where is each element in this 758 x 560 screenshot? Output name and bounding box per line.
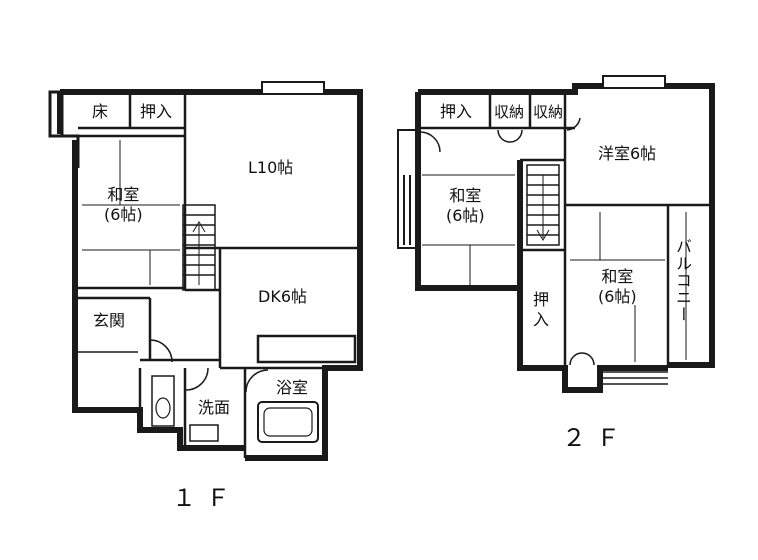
toko-label: 床 (92, 102, 109, 121)
toilet (151, 375, 175, 427)
washitsu-label-1f: 和室 (6帖) (104, 185, 143, 224)
living-window (261, 81, 325, 95)
senmen-label: 洗面 (198, 398, 231, 417)
washitsu-left-label-2f: 和室 (6帖) (446, 186, 485, 225)
second-floor-bottom-rail (600, 371, 668, 385)
dining-kitchen-label: DK6帖 (258, 287, 307, 306)
second-floor-label: ２Ｆ (562, 424, 630, 452)
first-floor-outer-wall (57, 89, 363, 461)
western-room-window (602, 75, 666, 89)
oshiire-label-1f: 押入 (140, 102, 173, 121)
washitsu-right-label-2f: 和室 (6帖) (598, 267, 637, 306)
shuno-label-2: 収納 (533, 103, 564, 121)
genkan-label: 玄関 (93, 311, 126, 330)
first-floor-doors (149, 339, 269, 393)
shuno-label-1: 収納 (494, 103, 525, 121)
oshiire-top-label-2f: 押入 (440, 102, 473, 121)
living-label: L10帖 (248, 158, 294, 177)
first-floor-label: １Ｆ (172, 484, 240, 512)
first-floor-tatami-lines (82, 140, 180, 285)
oshiire-side-label-2f: 押 入 (533, 290, 550, 329)
second-floor-stairs (526, 164, 560, 246)
yoshitsu-label: 洋室6帖 (598, 144, 657, 163)
balcony-label: バルコニー (673, 238, 692, 323)
second-floor-doors (419, 117, 595, 366)
first-floor-stairs (182, 204, 216, 291)
bathtub (257, 401, 319, 443)
second-floor-left-rail (397, 129, 419, 249)
second-floor-tatami-lines (422, 174, 665, 362)
second-floor-interior-walls (418, 92, 712, 368)
first-floor-plan (48, 81, 363, 461)
second-floor-plan (397, 75, 715, 393)
washstand (189, 424, 219, 442)
yokushitsu-label: 浴室 (276, 378, 309, 397)
